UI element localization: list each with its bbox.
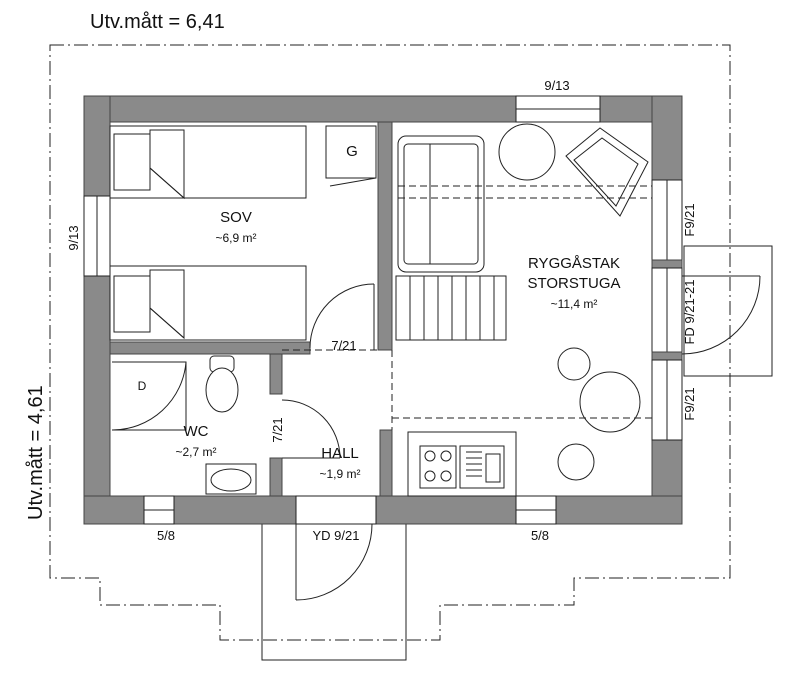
side-deck [683,245,773,377]
window-bottom-right-label: 5/8 [531,528,549,543]
window-left [83,195,111,277]
wardrobe [325,125,377,187]
window-right-top [651,179,683,261]
door-wc-label: 7/21 [270,417,285,442]
wall-stub-right-2 [651,351,683,361]
bed-bottom [109,265,307,341]
storstuga-name-line2: STORSTUGA [527,275,620,292]
door-right-opening [651,267,683,353]
sov-room-area: ~6,9 m² [215,231,256,245]
wc-door-swing [281,399,341,459]
dining-table [579,371,641,433]
round-table-top [498,123,556,181]
wardrobe-label: G [346,143,358,160]
window-bottom-left-label: 5/8 [157,528,175,543]
bed-top [109,125,307,200]
window-right-bottom-label: F9/21 [682,387,697,420]
shower [111,361,187,431]
door-sov-label: 7/21 [331,338,356,353]
window-left-label: 9/13 [66,225,81,250]
hall-room-area: ~1,9 m² [319,467,360,481]
window-top-label: 9/13 [544,78,569,93]
entry-door-label: YD 9/21 [313,528,360,543]
window-bottom-right [515,495,557,525]
stairs [395,275,507,341]
chair-bottom [557,443,595,481]
outer-width-label: Utv.mått = 6,41 [90,11,225,33]
window-top [515,95,601,123]
shower-label: D [138,379,147,393]
door-right-label: FD 9/21-21 [682,279,697,344]
right-door-swing [681,275,761,355]
kitchenette [407,431,517,497]
exterior-walls [83,95,683,525]
sofa [397,135,485,273]
chair-top [557,347,591,381]
wall-stub-right-1 [651,259,683,269]
eaves-outline [49,44,731,641]
window-right-bottom [651,359,683,441]
hall-room-name: HALL [321,445,359,462]
toilet [205,355,239,413]
washbasin [205,463,257,495]
outer-height-label: Utv.mått = 4,61 [25,385,47,520]
sov-door-swing [309,283,375,350]
storstuga-name-line1: RYGGÅSTAK [528,255,620,272]
wc-room-area: ~2,7 m² [175,445,216,459]
entry-door [295,495,377,601]
storstuga-area: ~11,4 m² [551,297,598,311]
wc-room-name: WC [184,423,209,440]
window-right-top-label: F9/21 [682,203,697,236]
window-bottom-left [143,495,175,525]
armchair [565,127,649,217]
sov-room-name: SOV [220,209,252,226]
